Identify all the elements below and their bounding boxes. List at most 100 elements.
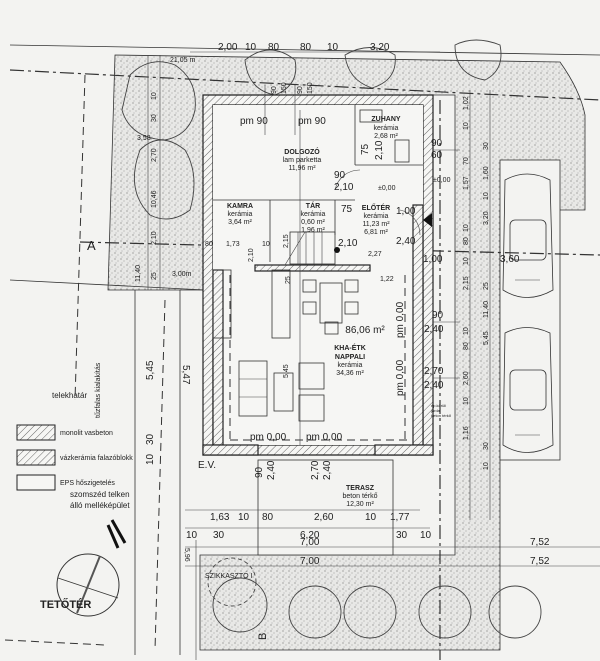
room-name: TERASZ — [346, 485, 375, 492]
dim: 75 — [360, 143, 371, 155]
dim: 10 — [186, 530, 198, 541]
legend-label: EPS hőszigetelés — [60, 480, 115, 487]
room-floor: kerámia — [364, 213, 389, 220]
staircase — [284, 231, 340, 266]
dim: 10 — [463, 257, 470, 265]
furniture — [212, 269, 359, 422]
dim: 2,70 — [424, 366, 444, 377]
dim: 7,52 — [530, 556, 550, 567]
tree — [212, 577, 268, 633]
dim: 7,00 — [300, 556, 320, 567]
room-name: NAPPALI — [335, 354, 365, 361]
dim: 2,00 — [218, 42, 238, 53]
firewall-note: tűzfalas kialakítás — [95, 362, 102, 418]
dim: 90 — [334, 170, 346, 181]
tree — [418, 585, 472, 639]
dim: 25 — [151, 272, 158, 280]
right-dimensions: 90 60 ±0,00 1,00 3,60 90 2,40 2,70 2,40 … — [423, 96, 520, 470]
dim: 90 — [431, 138, 443, 149]
room-area: 11,96 m² — [288, 165, 316, 172]
dim: 1,00 — [423, 254, 443, 265]
floor-label: TETŐTÉR — [40, 598, 91, 611]
room-area: 3,64 m² — [228, 219, 252, 226]
dim: 10 — [327, 42, 339, 53]
room-name: KHA-ÉTK — [334, 343, 366, 352]
house-walls — [202, 85, 434, 456]
room-name: DOLGOZÓ — [284, 147, 320, 156]
dim: 150 — [307, 82, 314, 94]
room-floor: kerámia — [301, 211, 326, 218]
dim: 2,10 — [248, 248, 255, 262]
tree — [121, 61, 196, 141]
dim: 90 — [254, 466, 265, 478]
dim: 2,10 — [374, 140, 385, 160]
room-name: KAMRA — [227, 203, 253, 210]
dim: 60 — [431, 150, 443, 161]
dim: 90 — [297, 86, 304, 94]
dim: 80 — [300, 42, 312, 53]
room-name: ELŐTÉR — [362, 203, 390, 212]
dim: 2,27 — [368, 251, 382, 258]
trees — [121, 39, 542, 639]
legend: telekhatár tűzfalas kialakítás monolit v… — [16, 362, 133, 510]
section-a-label: A — [87, 238, 96, 253]
neighbor-note: szomszéd telken — [70, 490, 130, 499]
dim: 150 — [281, 82, 288, 94]
room-name: TÁR — [306, 201, 320, 210]
dim: 10 — [463, 327, 470, 335]
legend-label: vázkerámia falazóblokk — [60, 455, 133, 462]
level: pm 0,00 — [306, 432, 343, 443]
tree — [454, 39, 502, 81]
dim: 7,00 — [300, 537, 320, 548]
note: ép.körüli — [431, 403, 446, 408]
tree — [343, 585, 397, 639]
dim: 30 — [213, 530, 225, 541]
dim: 2,40 — [424, 380, 444, 391]
dim: 3,58 — [137, 135, 151, 142]
room-labels: pm 90 pm 90 DOLGOZÓ lam parketta 11,96 m… — [198, 116, 416, 471]
room-area: 0,60 m² — [301, 219, 325, 226]
soakaway-outline — [207, 557, 257, 607]
dim: 90 — [271, 86, 278, 94]
room-area: 11,23 m² — [362, 221, 390, 228]
dim: 10 — [365, 512, 377, 523]
plot-length: 21,05 m — [170, 57, 195, 64]
room-area: 34,36 m² — [336, 370, 364, 377]
dim: 30 — [396, 530, 408, 541]
dim: 3,20 — [370, 42, 390, 53]
dim: 10 — [483, 462, 490, 470]
dim: 80 — [205, 241, 213, 248]
dim: 1,16 — [463, 426, 470, 440]
terrace-area — [257, 459, 394, 556]
dim: 10 — [420, 530, 432, 541]
dim: 11,40 — [135, 265, 142, 282]
top-dimensions: 2,00 10 80 80 10 3,20 21,05 m 90 150 90 … — [170, 42, 390, 94]
dim: 10 — [145, 453, 156, 465]
room-area: 2,68 m² — [374, 133, 398, 140]
dim: 70 — [463, 157, 470, 165]
ev-label: E.V. — [198, 460, 216, 471]
left-dimensions: 10 30 3,58 2,70 10,46 2,10 11,40 25 3,00… — [87, 92, 269, 640]
legend-swatch-eps — [16, 474, 56, 491]
dim: 10 — [463, 224, 470, 232]
room-floor: kerámia — [228, 211, 253, 218]
dim: 10,46 — [151, 190, 158, 208]
dim: 2,15 — [463, 276, 470, 290]
dim: 2,60 — [463, 371, 470, 385]
note: járda — [430, 408, 441, 413]
section-b-label: B — [257, 633, 269, 640]
level: pm 90 — [298, 116, 326, 127]
car — [502, 327, 554, 453]
legend-swatch-brick — [16, 449, 56, 466]
dim: 1,63 — [210, 512, 230, 523]
note: beton térkő — [431, 413, 452, 418]
dim: 25 — [483, 282, 490, 290]
dimension-lines — [147, 51, 600, 660]
dim: 2,70 — [310, 460, 321, 480]
room-area: 6,81 m² — [364, 229, 388, 236]
dim: 10 — [151, 92, 158, 100]
dim: 2,40 — [396, 236, 416, 247]
dim: 6,20 — [300, 530, 320, 541]
